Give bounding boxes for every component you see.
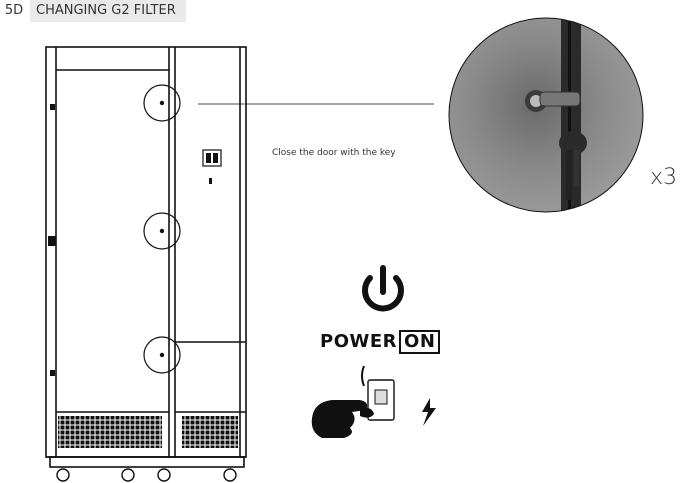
key-in-lock-photo — [446, 15, 646, 215]
power-symbol-icon — [365, 268, 401, 308]
instruction-caption: Close the door with the key — [272, 148, 396, 158]
panel-switch-icon — [203, 150, 221, 184]
lightning-bolt-icon — [422, 398, 436, 426]
hand-pressing-switch-icon — [312, 400, 374, 438]
cabinet-wheels — [57, 469, 236, 481]
vent-grille-right — [182, 416, 238, 448]
power-state-box: ON — [399, 330, 440, 354]
repeat-multiplier: x3 — [650, 165, 677, 190]
vent-grille-left — [58, 416, 162, 448]
power-word: POWER — [320, 331, 397, 352]
